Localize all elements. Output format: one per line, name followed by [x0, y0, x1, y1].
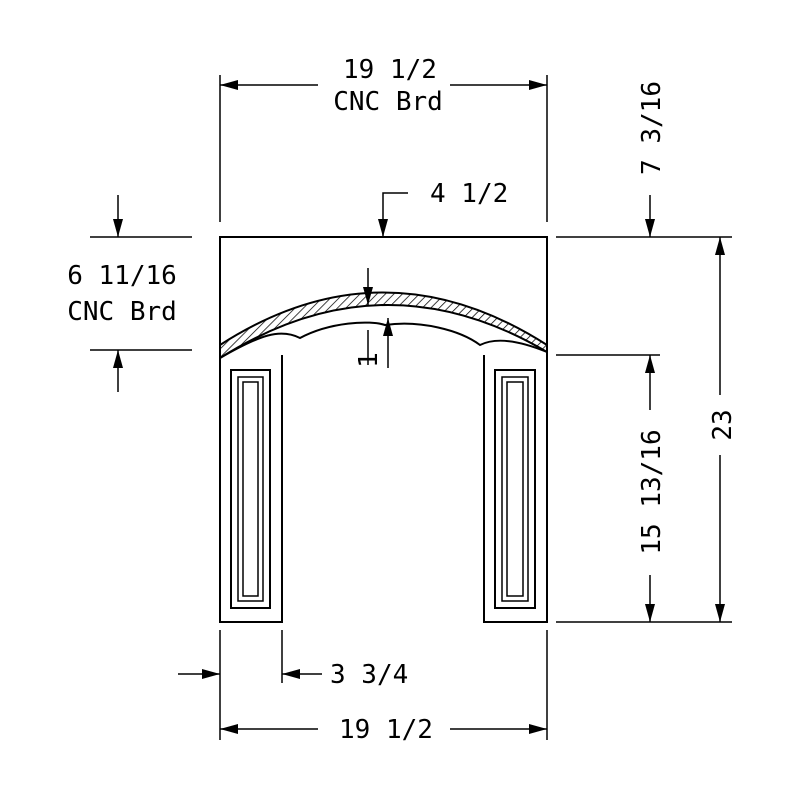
center-offset-leader: 4 1/2 — [378, 179, 508, 237]
overall-height-label: 23 — [708, 409, 738, 440]
top-height-dimension: 7 3/16 — [556, 81, 732, 400]
arrow-head — [645, 355, 655, 373]
top-width-label: 19 1/2 — [343, 55, 437, 85]
leg-width-label: 3 3/4 — [330, 660, 408, 690]
left-height-dimension: 6 11/16 CNC Brd — [67, 195, 192, 392]
arrow-head — [220, 724, 238, 734]
arrow-head — [363, 287, 373, 305]
arch-soffit — [219, 321, 548, 359]
overall-height-dimension: 23 — [708, 237, 738, 622]
left-leg-outline — [219, 352, 283, 623]
center-offset-label: 4 1/2 — [430, 179, 508, 209]
arch-thickness-dimension: 1 — [354, 268, 393, 368]
arrow-head — [383, 318, 393, 336]
left-leg-panel-outer — [230, 369, 271, 609]
bottom-width-label: 19 1/2 — [339, 715, 433, 745]
arrow-head — [645, 604, 655, 622]
top-width-dimension: 19 1/2 CNC Brd — [219, 55, 548, 222]
arrow-head — [202, 669, 220, 679]
arrow-head — [529, 724, 547, 734]
right-leg-panel-mid — [501, 376, 529, 602]
part-outline — [219, 236, 548, 623]
left-leg-panel-inner — [242, 381, 259, 597]
left-leg-panel-mid — [237, 376, 264, 602]
arrow-head — [378, 219, 388, 237]
left-height-label: 6 11/16 — [67, 261, 177, 291]
arrow-head — [715, 237, 725, 255]
top-height-label: 7 3/16 — [637, 81, 667, 175]
right-leg-outline — [483, 352, 548, 623]
arch-thickness-label: 1 — [354, 352, 384, 368]
arrow-head — [282, 669, 300, 679]
right-leg-panel-inner — [506, 381, 524, 597]
arrow-head — [220, 80, 238, 90]
arrow-head — [113, 350, 123, 368]
arrow-head — [113, 219, 123, 237]
arrow-head — [529, 80, 547, 90]
leg-width-dimension: 3 3/4 — [178, 630, 408, 740]
leg-height-dimension: 15 13/16 — [556, 400, 732, 623]
arrow-head — [645, 219, 655, 237]
arrow-head — [715, 604, 725, 622]
top-width-note: CNC Brd — [333, 87, 443, 117]
leg-height-label: 15 13/16 — [637, 429, 667, 554]
bottom-width-dimension: 19 1/2 — [220, 630, 548, 745]
right-leg-panel-outer — [494, 369, 536, 609]
left-height-note: CNC Brd — [67, 297, 177, 327]
